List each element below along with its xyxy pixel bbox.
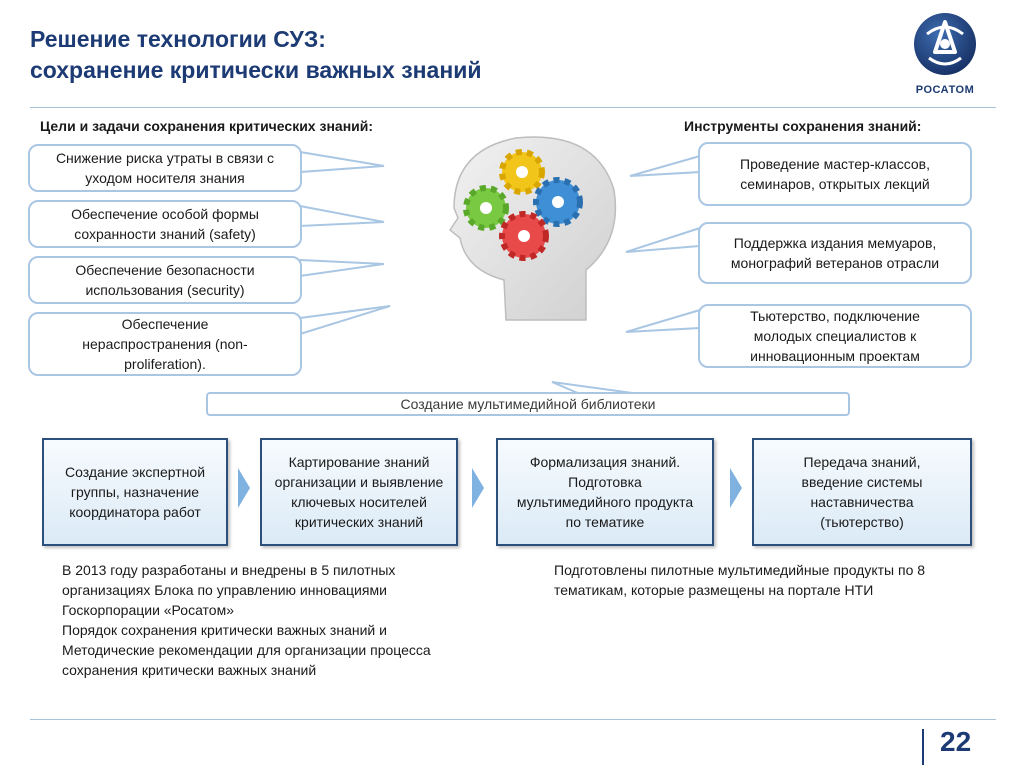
pointer-goal-3 <box>299 258 385 278</box>
goal-callout-2: Обеспечение особой формы сохранности зна… <box>28 200 302 248</box>
header-divider <box>30 107 996 108</box>
page-number-bar <box>922 729 924 765</box>
tool-callout-3: Тьютерство, подключение молодых специали… <box>698 304 972 368</box>
page-title: Решение технологии СУЗ: сохранение крити… <box>30 24 482 86</box>
process-step-3: Формализация знаний. Подготовка мультиме… <box>496 438 714 546</box>
tool-callout-2: Поддержка издания мемуаров, монографий в… <box>698 222 972 284</box>
pointer-goal-1 <box>299 150 385 174</box>
goals-heading: Цели и задачи сохранения критических зна… <box>40 118 374 134</box>
footer-divider <box>30 719 996 720</box>
rosatom-atom-icon <box>914 13 976 75</box>
process-step-2: Картирование знаний организации и выявле… <box>260 438 458 546</box>
red-gear <box>499 211 549 261</box>
pilot-paragraph-1: В 2013 году разработаны и внедрены в 5 п… <box>62 562 396 618</box>
rosatom-logo: РОСАТОМ <box>910 12 980 102</box>
pointer-goal-4 <box>299 305 391 336</box>
process-step-1: Создание экспертной группы, назначение к… <box>42 438 228 546</box>
goal-callout-3: Обеспечение безопасности использования (… <box>28 256 302 304</box>
step-arrow-3 <box>730 468 742 508</box>
green-gear <box>463 185 509 231</box>
goal-callout-1: Снижение риска утраты в связи с уходом н… <box>28 144 302 192</box>
multimedia-products-text: Подготовлены пилотные мультимедийные про… <box>554 562 926 598</box>
yellow-gear <box>499 149 545 195</box>
title-line-1: Решение технологии СУЗ: <box>30 26 326 52</box>
step-arrow-2 <box>472 468 484 508</box>
multimedia-library-banner: Создание мультимедийной библиотеки <box>206 392 850 416</box>
logo-text: РОСАТОМ <box>915 84 975 96</box>
tools-heading: Инструменты сохранения знаний: <box>684 118 922 134</box>
process-step-4: Передача знаний, введение системы настав… <box>752 438 972 546</box>
pointer-tool-1 <box>629 154 701 177</box>
pilot-paragraph-2: Порядок сохранения критически важных зна… <box>62 622 431 678</box>
head-with-gears-icon <box>448 136 617 321</box>
title-line-2: сохранение критически важных знаний <box>30 57 482 83</box>
page-number: 22 <box>940 726 972 757</box>
blue-gear <box>533 177 583 227</box>
pilot-implementation-text: В 2013 году разработаны и внедрены в 5 п… <box>62 560 482 680</box>
step-arrow-1 <box>238 468 250 508</box>
pointer-tool-2 <box>625 226 701 253</box>
tool-callout-1: Проведение мастер-классов, семинаров, от… <box>698 142 972 206</box>
pointer-tool-3 <box>625 308 701 333</box>
pointer-goal-2 <box>299 204 385 228</box>
goal-callout-4: Обеспечение нераспространения (non-proli… <box>28 312 302 376</box>
